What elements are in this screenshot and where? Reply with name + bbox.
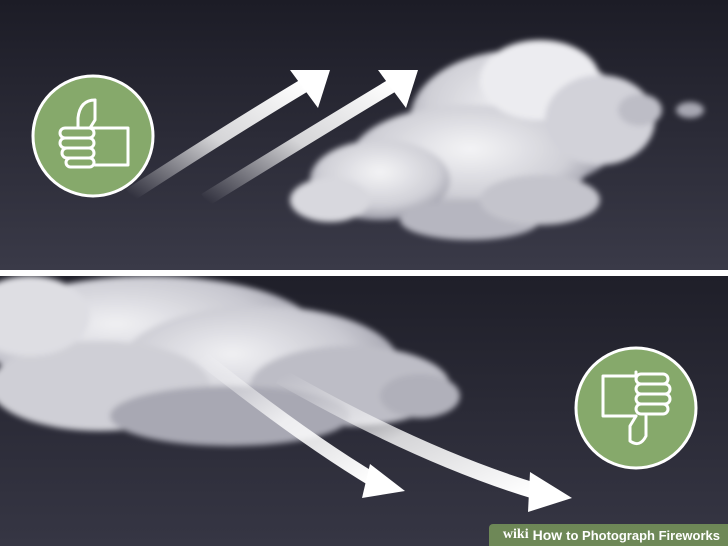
upwind-panel	[0, 0, 728, 270]
thumbs-down-badge	[574, 346, 698, 470]
wind-arrow-2	[201, 70, 418, 206]
watermark-wiki: wiki	[502, 527, 529, 542]
wind-arrow-1	[195, 350, 405, 498]
downwind-panel	[0, 276, 728, 546]
watermark-how: How	[532, 527, 563, 543]
thumbs-up-badge	[31, 74, 155, 198]
wind-arrow-1	[126, 70, 330, 201]
smoke-cloud	[290, 40, 704, 240]
thumbs-up-icon	[58, 98, 130, 169]
upwind-scene	[0, 0, 728, 270]
thumbs-down-icon	[601, 370, 672, 446]
downwind-scene	[0, 276, 728, 546]
wind-arrow-2	[276, 369, 572, 512]
watermark-title: to Photograph Fireworks	[566, 527, 720, 543]
